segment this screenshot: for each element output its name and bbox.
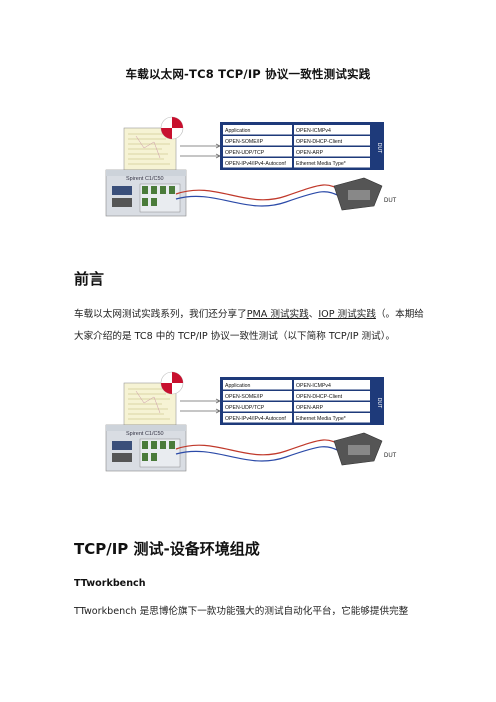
table-cell	[294, 125, 370, 135]
device-label: Spirent C1/C50	[126, 176, 164, 182]
table-cell-text: Application	[225, 128, 250, 134]
table-cell	[223, 158, 292, 168]
spirent-chassis: Spirent C1/C50	[105, 169, 187, 217]
dut-device: DUT	[333, 432, 397, 466]
spirent-logo-icon	[160, 371, 184, 395]
pma-link[interactable]: PMA 测试实践	[246, 309, 309, 320]
table-cell-text: OPEN-ICMPv4	[296, 383, 331, 389]
table-cell	[294, 136, 370, 146]
table-cell-text: OPEN-IPv4/IPv4-Autoconf	[225, 161, 286, 167]
table-cell-text: OPEN-IPv4/IPv4-Autoconf	[225, 416, 286, 422]
preface-paragraph: 车载以太网测试实践系列，我们还分享了PMA 测试实践、IOP 测试实践（。本期给…	[74, 304, 424, 348]
separator: 、	[308, 309, 319, 320]
table-cell-text: OPEN-ARP	[296, 405, 324, 411]
ethernet-cables	[175, 439, 345, 462]
table-cell	[294, 391, 370, 401]
table-cell-text: OPEN-ICMPv4	[296, 128, 331, 134]
table-cell	[294, 413, 370, 423]
table-cell	[294, 158, 370, 168]
preface-heading: 前言	[74, 270, 105, 288]
device-label: Spirent C1/C50	[126, 431, 164, 437]
ethernet-cables	[175, 184, 345, 207]
preface-text-1: 车载以太网测试实践系列，我们还分享了	[74, 309, 247, 320]
table-cell-text: OPEN-DHCP-Client	[296, 139, 343, 145]
subheading: TTworkbench	[74, 578, 146, 589]
table-cell-text: Ethernet Media Type*	[296, 416, 346, 422]
table-cell	[223, 125, 292, 135]
dut-device: DUT	[333, 177, 397, 211]
dut-label: DUT	[384, 198, 397, 204]
table-cell	[294, 380, 370, 390]
table-cell-text: Ethernet Media Type*	[296, 161, 346, 167]
table-cell	[294, 147, 370, 157]
table-cell	[223, 147, 292, 157]
connection-arrows	[180, 143, 221, 159]
table-cell-text: OPEN-SOME/IP	[225, 139, 264, 145]
spirent-logo-icon	[160, 116, 184, 140]
table-cell-text: OPEN-SOME/IP	[225, 394, 264, 400]
preface-text-2: （。本期给大家介绍的是 TC8 中的 TCP/IP 协议一致性测试（以下简称 T…	[74, 309, 424, 342]
dut-label: DUT	[384, 453, 397, 459]
table-cell	[294, 402, 370, 412]
table-cell	[223, 380, 292, 390]
table-cell	[223, 391, 292, 401]
table-cell	[223, 413, 292, 423]
iop-link[interactable]: IOP 测试实践	[318, 309, 376, 320]
connection-arrows	[180, 398, 221, 414]
table-cell-text: OPEN-UDP/TCP	[225, 405, 265, 411]
section-heading: TCP/IP 测试-设备环境组成	[74, 540, 260, 558]
dut-tag: DUT	[376, 143, 382, 153]
table-cell-text: OPEN-UDP/TCP	[225, 150, 265, 156]
table-cell	[223, 136, 292, 146]
dut-tag: DUT	[376, 398, 382, 408]
table-cell-text: Application	[225, 383, 250, 389]
table-cell-text: OPEN-ARP	[296, 150, 324, 156]
document-title: 车载以太网-TC8 TCP/IP 协议一致性测试实践	[125, 67, 371, 81]
table-cell-text: OPEN-DHCP-Client	[296, 394, 343, 400]
section-paragraph: TTworkbench 是思博伦旗下一款功能强大的测试自动化平台，它能够提供完整	[74, 606, 409, 617]
spirent-chassis: Spirent C1/C50	[105, 424, 187, 472]
table-cell	[223, 402, 292, 412]
